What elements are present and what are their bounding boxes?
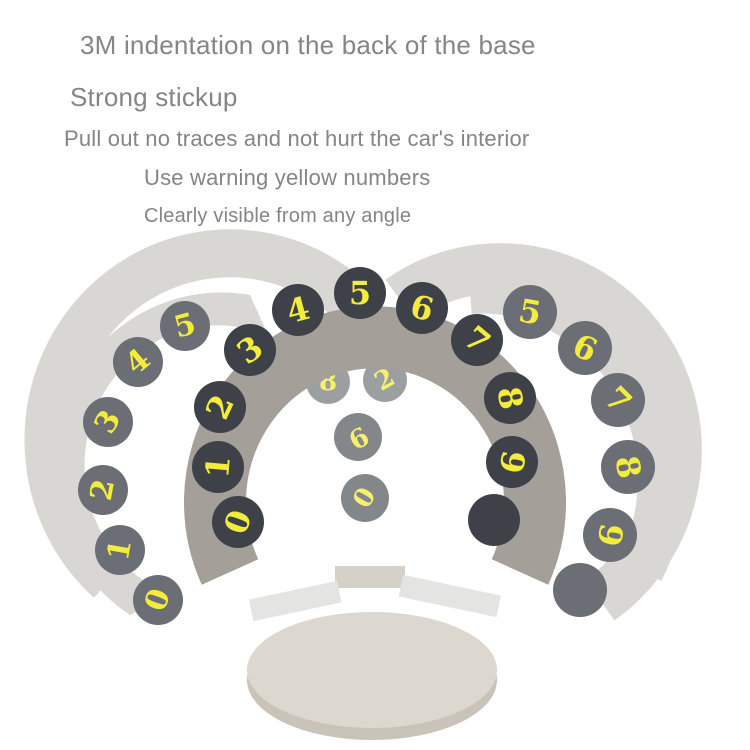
caption-3m-indentation: 3M indentation on the back of the base	[80, 30, 536, 60]
caption-warning-yellow: Use warning yellow numbers	[144, 165, 431, 190]
right-ring: 5 6 7 8 9	[385, 243, 702, 621]
svg-text:5: 5	[349, 274, 371, 312]
hinges	[248, 574, 501, 622]
caption-strong-stickup: Strong stickup	[70, 82, 238, 112]
caption-visible-angle: Clearly visible from any angle	[144, 205, 412, 227]
base-plate	[247, 566, 497, 740]
back-ring-digits: 8 2 9 0	[306, 358, 407, 522]
left-ring: 0 1 2 3 4 5	[24, 229, 367, 625]
caption-no-traces: Pull out no traces and not hurt the car'…	[64, 126, 530, 151]
front-ring: 0 1 2 3 4 5 6 7 8 9	[184, 267, 566, 585]
svg-text:1: 1	[198, 454, 238, 479]
